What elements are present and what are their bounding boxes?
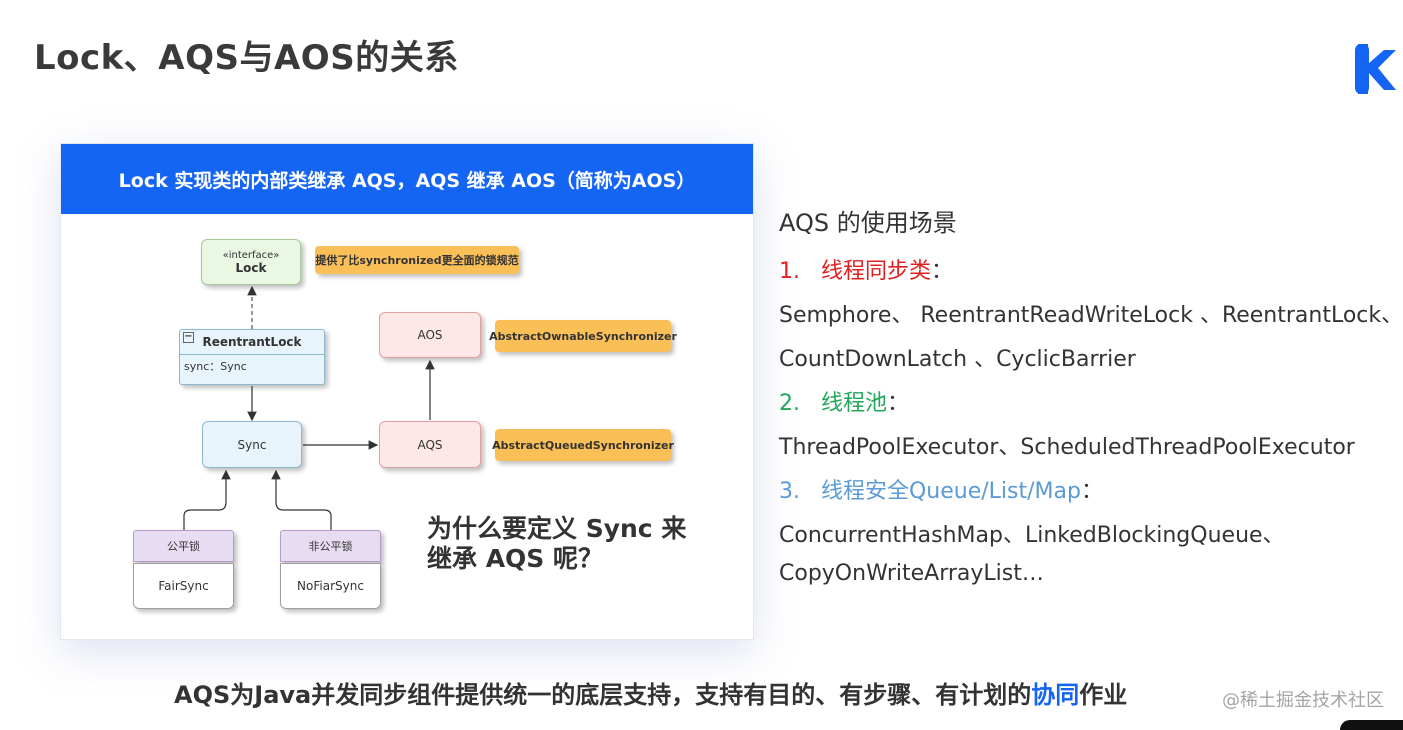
nofiarsync-box: NoFiarSync <box>280 563 381 609</box>
fair-lock-label: 公平锁 <box>133 530 234 562</box>
aos-note: AbstractOwnableSynchronizer <box>489 320 677 352</box>
reentrantlock-field: sync：Sync <box>184 360 247 373</box>
aqs-note: AbstractQueuedSynchronizer <box>492 429 674 461</box>
fairsync-box: FairSync <box>133 563 234 609</box>
summary-highlight: 协同 <box>1031 681 1080 709</box>
item-number: 2. <box>779 391 800 416</box>
item-colon: ： <box>1080 479 1103 504</box>
usage-item-3: 3. 线程安全Queue/List/Map： <box>779 473 1103 505</box>
usage-item-2-line: ThreadPoolExecutor、ScheduledThreadPoolEx… <box>779 435 1355 460</box>
card-header: Lock 实现类的内部类继承 AQS，AQS 继承 AOS（简称为AOS） <box>61 144 753 214</box>
lock-name: Lock <box>235 261 267 275</box>
question-line: 继承 AQS 呢？ <box>427 544 604 573</box>
usage-item-2: 2. 线程池： <box>779 385 909 417</box>
question-text: 为什么要定义 Sync 来 继承 AQS 呢？ <box>427 514 686 574</box>
arrow-nonfair-to-sync <box>271 469 332 530</box>
lock-stereotype: «interface» <box>222 250 280 261</box>
watermark: @稀土掘金技术社区 <box>1222 690 1384 711</box>
usage-item-1-line: Semphore、 ReentrantReadWriteLock 、Reentr… <box>779 303 1403 328</box>
summary-text: AQS为Java并发同步组件提供统一的底层支持，支持有目的、有步骤、有计划的 <box>174 681 1032 709</box>
usage-item-1: 1. 线程同步类： <box>779 253 953 285</box>
sync-box: Sync <box>202 421 302 468</box>
item-number: 3. <box>779 479 800 504</box>
bottom-summary: AQS为Java并发同步组件提供统一的底层支持，支持有目的、有步骤、有计划的协同… <box>174 675 1127 710</box>
item-number: 1. <box>779 259 800 284</box>
usage-item-1-line: CountDownLatch 、CyclicBarrier <box>779 347 1136 372</box>
reentrantlock-box: − ReentrantLock sync：Sync <box>179 329 325 385</box>
diagram-connectors <box>183 285 435 530</box>
lock-interface-box: «interface» Lock <box>201 239 301 285</box>
summary-tail: 作业 <box>1079 681 1128 709</box>
item-label: 线程安全Queue/List/Map <box>820 479 1081 504</box>
nonfair-lock-label: 非公平锁 <box>280 530 381 562</box>
arrow-fair-to-sync <box>183 469 231 530</box>
aqs-box: AQS <box>379 421 481 468</box>
question-line: 为什么要定义 Sync 来 <box>427 514 687 543</box>
page-title: Lock、AQS与AOS的关系 <box>34 38 459 78</box>
item-label: 线程池 <box>820 391 887 416</box>
aos-box: AOS <box>379 312 481 358</box>
lock-note: 提供了比synchronized更全面的锁规范 <box>315 246 519 274</box>
usage-heading: AQS 的使用场景 <box>779 209 957 237</box>
diagram-card: Lock 实现类的内部类继承 AQS，AQS 继承 AOS（简称为AOS） «i… <box>60 143 754 640</box>
item-colon: ： <box>931 259 954 284</box>
item-colon: ： <box>887 391 910 416</box>
usage-item-3-line: ConcurrentHashMap、LinkedBlockingQueue、 <box>779 523 1285 548</box>
reentrantlock-name: ReentrantLock <box>202 335 302 349</box>
usage-item-3-line: CopyOnWriteArrayList… <box>779 561 1044 586</box>
reentrantlock-header: − ReentrantLock <box>180 330 324 355</box>
brand-logo-icon <box>1355 44 1396 94</box>
item-label: 线程同步类 <box>820 259 931 284</box>
corner-decoration <box>1340 720 1403 730</box>
collapse-icon[interactable]: − <box>183 331 194 343</box>
